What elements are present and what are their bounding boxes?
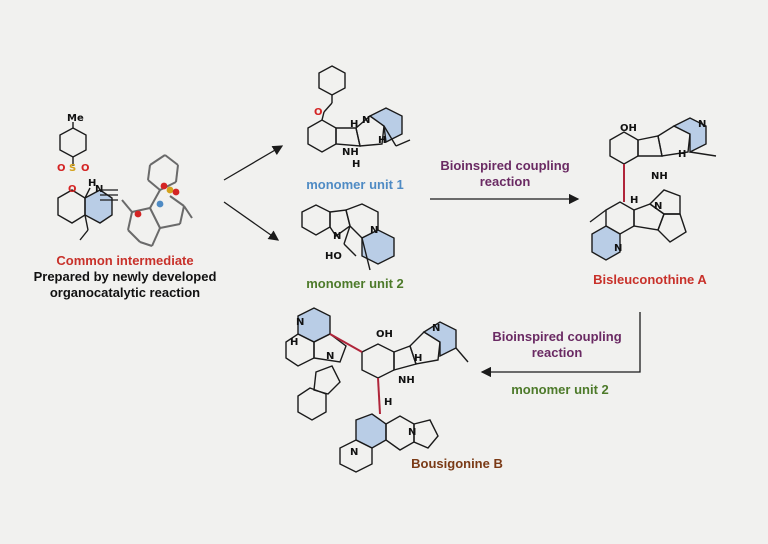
bisleuconothine-label: Bisleuconothine A (593, 272, 707, 287)
arrow-to-monomer-2 (223, 201, 280, 241)
arrow-coupling-bottom (480, 312, 641, 378)
bousigonine-h2-label: H (414, 353, 423, 364)
coupling-top-label-line-1: Bioinspired coupling (440, 158, 570, 173)
coupling-bottom-label-line-1: Bioinspired coupling (492, 329, 622, 344)
sulfonyl-oxygen-right: O (81, 163, 90, 174)
bousigonine-n4-label: N (408, 427, 417, 438)
monomer-unit-2-bottom-label: monomer unit 2 (511, 382, 609, 397)
monomer2-n-label: N (333, 231, 342, 242)
bisleuconothine-n1-label: N (698, 119, 707, 130)
reaction-arrows (223, 145, 641, 378)
prepared-by-label-line-1: Prepared by newly developed (33, 269, 217, 284)
bousigonine-n2-label: N (326, 351, 335, 362)
intermediate-o-label: O (68, 184, 77, 195)
sulfur-label: S (69, 163, 77, 174)
monomer1-nh-label: NH (342, 147, 359, 158)
coupling-top-label-line-2: reaction (479, 174, 531, 189)
coupling-bonds (329, 164, 625, 415)
monomer-unit-1-structure (307, 65, 411, 153)
bisleuconothine-nh-label: NH (651, 171, 668, 182)
common-intermediate-label: Common intermediate (56, 253, 194, 268)
monomer2-n2-label: N (370, 225, 379, 236)
intermediate-h-label: H (88, 178, 97, 189)
monomer1-h3-label: H (352, 159, 361, 170)
bousigonine-n1-label: N (296, 317, 305, 328)
bousigonine-h1-label: H (290, 337, 299, 348)
monomer-unit-1-label: monomer unit 1 (306, 177, 404, 192)
bisleuconothine-h2-label: H (630, 195, 639, 206)
bousigonine-label: Bousigonine B (411, 456, 503, 471)
sulfonyl-oxygen-left: O (57, 163, 66, 174)
bisleuconothine-n3-label: N (614, 243, 623, 254)
molecular-model-3d (121, 154, 193, 247)
monomer1-n-label: N (362, 115, 371, 126)
bousigonine-structure (285, 307, 469, 473)
coupling-bottom-label-line-2: reaction (531, 345, 583, 360)
bousigonine-oh-label: OH (376, 329, 393, 340)
bisleuconothine-h1-label: H (678, 149, 687, 160)
methyl-label: Me (67, 113, 84, 124)
bousigonine-h3-label: H (384, 397, 393, 408)
arrow-to-monomer-1 (223, 145, 284, 181)
bousigonine-n3-label: N (432, 323, 441, 334)
intermediate-n-label: N (95, 184, 104, 195)
equivalence-sign (100, 189, 118, 201)
monomer1-o-label: O (314, 107, 323, 118)
common-intermediate-structure (57, 122, 113, 241)
bousigonine-n5-label: N (350, 447, 359, 458)
monomer-unit-2-structure (301, 203, 395, 271)
prepared-by-label-line-2: organocatalytic reaction (49, 285, 201, 300)
monomer1-h-label: H (350, 119, 359, 130)
bisleuconothine-structure (589, 117, 717, 261)
bisleuconothine-oh-label: OH (620, 123, 637, 134)
monomer2-ho-label: HO (325, 251, 342, 262)
bisleuconothine-n2-label: N (654, 201, 663, 212)
monomer1-h2-label: H (378, 135, 387, 146)
monomer-unit-2-label: monomer unit 2 (306, 276, 404, 291)
bousigonine-nh-label: NH (398, 375, 415, 386)
